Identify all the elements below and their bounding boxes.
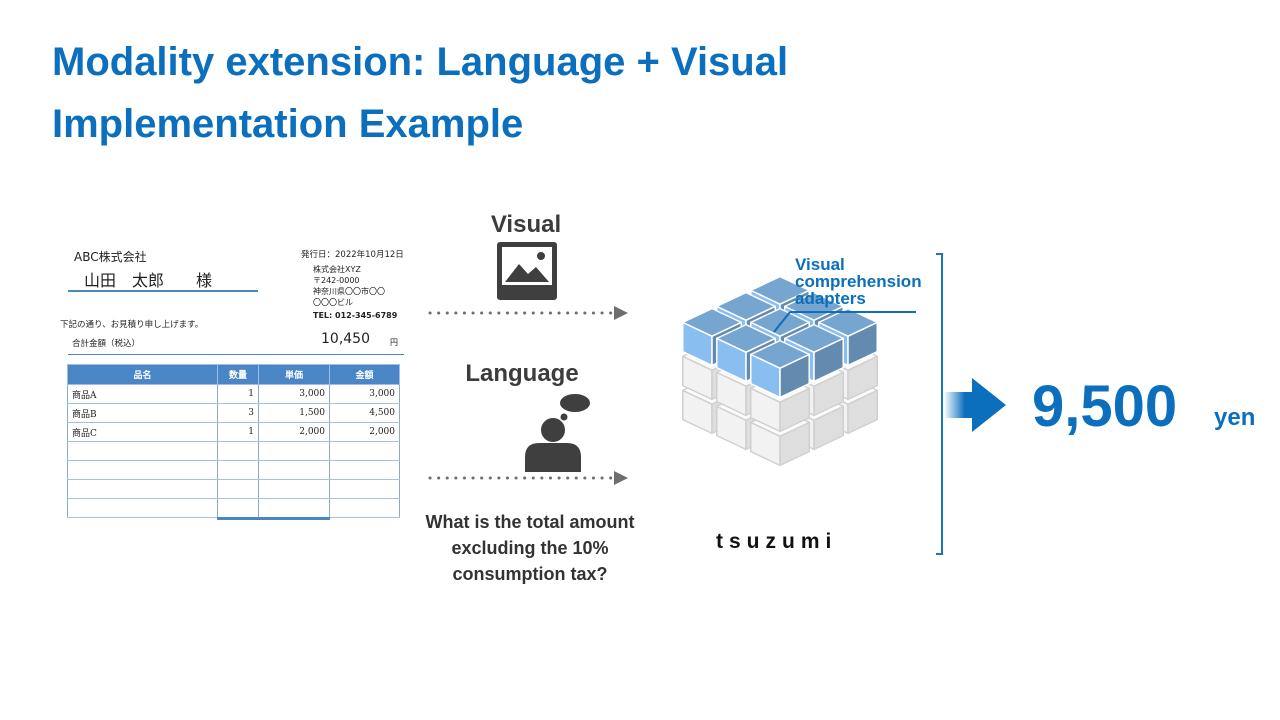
visual-label: Visual — [490, 211, 562, 238]
table-cell — [258, 498, 330, 518]
table-cell — [217, 441, 259, 461]
cube-face — [750, 307, 810, 337]
title-line-2: Implementation Example — [52, 102, 524, 146]
table-row: 商品A 1 3,000 3,000 — [67, 384, 400, 404]
doc-sender-line: 神奈川県〇〇市〇〇 — [313, 287, 385, 296]
items-table: 品名 数量 単価 金額 商品A 1 3,000 3,000 商品B 3 1,50… — [67, 364, 400, 518]
cube-face — [682, 307, 742, 337]
table-cell — [67, 441, 218, 461]
table-cell: 4,500 — [329, 403, 400, 423]
doc-tel: TEL: 012-345-6789 — [313, 311, 398, 320]
table-cell: 1,500 — [258, 403, 330, 423]
doc-total-value: 10,450 — [321, 331, 370, 347]
table-cell — [67, 498, 218, 518]
adapter-label-line: Visual — [795, 255, 845, 274]
cube-face — [716, 291, 776, 321]
table-cell — [329, 460, 400, 480]
adapter-label-line: adapters — [795, 289, 866, 308]
doc-recipient: 山田 太郎 様 — [84, 271, 213, 290]
table-row: 商品C 1 2,000 2,000 — [67, 422, 400, 442]
table-cell — [258, 460, 330, 480]
adapter-label-line: comprehension — [795, 272, 922, 291]
language-label: Language — [465, 360, 579, 387]
table-cell — [329, 441, 400, 461]
thinking-person-icon — [525, 394, 590, 472]
doc-total-unit: 円 — [390, 338, 398, 347]
question-text: What is the total amount excluding the 1… — [425, 512, 635, 584]
table-header-cell: 品名 — [67, 364, 218, 385]
table-header-cell: 金額 — [329, 364, 400, 385]
table-row — [67, 479, 400, 499]
table-cell: 商品A — [67, 384, 218, 404]
cube-face — [818, 307, 878, 337]
table-cell: 商品C — [67, 422, 218, 442]
table-header-cell: 数量 — [217, 364, 259, 385]
visual-input-arrow — [428, 306, 628, 320]
cube-face — [750, 339, 810, 369]
doc-company: ABC株式会社 — [74, 250, 147, 264]
cube-face — [716, 323, 776, 353]
table-cell: 1 — [217, 422, 259, 442]
table-cell: 3,000 — [258, 384, 330, 404]
table-cell: 商品B — [67, 403, 218, 423]
table-cell — [67, 479, 218, 499]
doc-sender-line: 〇〇〇ビル — [313, 298, 353, 307]
table-header-cell: 単価 — [258, 364, 330, 385]
language-input-arrow — [428, 471, 628, 485]
table-cell: 2,000 — [329, 422, 400, 442]
image-icon — [497, 242, 557, 300]
table-cell: 3,000 — [329, 384, 400, 404]
cube-face — [784, 291, 844, 321]
table-cell — [329, 498, 400, 518]
cube-face — [750, 275, 810, 305]
title-line-1: Modality extension: Language + Visual — [52, 40, 789, 84]
table-cell: 1 — [217, 384, 259, 404]
table-row: 商品B 3 1,500 4,500 — [67, 403, 400, 423]
table-bottom-bar — [217, 517, 330, 520]
doc-total-label: 合計金額（税込） — [72, 339, 141, 349]
cube-face — [784, 323, 844, 353]
table-cell — [329, 479, 400, 499]
total-underline — [68, 354, 404, 355]
table-cell — [217, 479, 259, 499]
doc-sender-line: 〒242-0000 — [313, 276, 360, 285]
table-cell — [217, 460, 259, 480]
result-unit: yen — [1214, 404, 1256, 431]
doc-issue-date: 発行日：2022年10月12日 — [301, 250, 404, 260]
adapter-label: Visual comprehension adapters — [795, 256, 922, 307]
table-row — [67, 460, 400, 480]
quote-document: ABC株式会社 山田 太郎 様 発行日：2022年10月12日 株式会社XYZ … — [60, 240, 410, 530]
adapter-callout-line — [773, 311, 916, 333]
output-arrow-icon — [944, 378, 1006, 432]
table-cell — [217, 498, 259, 518]
result-value: 9,500 — [1032, 374, 1178, 439]
model-cube — [682, 275, 878, 467]
model-name: tsuzumi — [716, 530, 838, 553]
table-cell: 2,000 — [258, 422, 330, 442]
table-cell — [67, 460, 218, 480]
group-bracket — [936, 253, 943, 555]
table-cell — [258, 441, 330, 461]
table-cell — [258, 479, 330, 499]
table-header-row: 品名 数量 単価 金額 — [67, 364, 400, 385]
table-row — [67, 441, 400, 461]
doc-sender-line: 株式会社XYZ — [313, 265, 361, 274]
doc-intro: 下記の通り、お見積り申し上げます。 — [60, 320, 204, 330]
table-row — [67, 498, 400, 518]
recipient-underline — [68, 290, 258, 292]
table-cell: 3 — [217, 403, 259, 423]
